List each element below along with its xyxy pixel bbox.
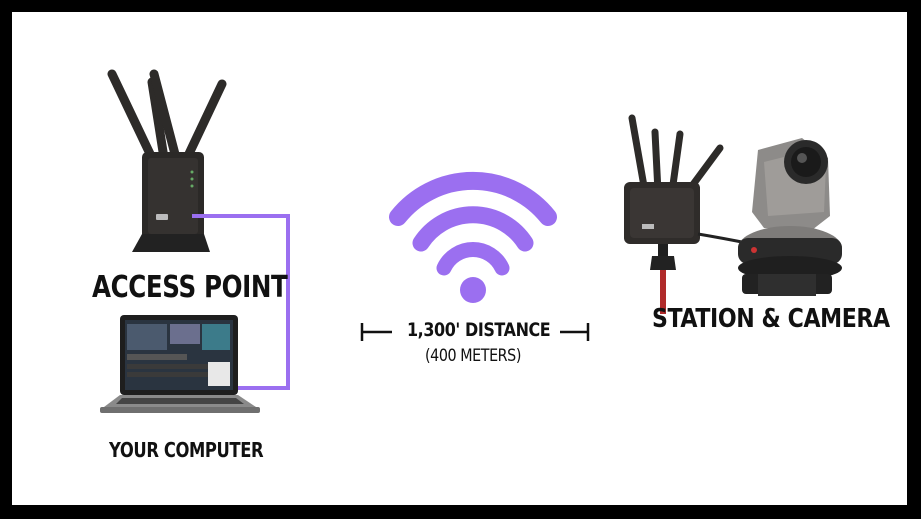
station-camera-label: STATION & CAMERA xyxy=(652,304,890,334)
distance-indicator xyxy=(360,323,590,341)
ptz-camera-device xyxy=(738,138,842,296)
your-computer-label: YOUR COMPUTER xyxy=(109,438,264,462)
access-point-label: ACCESS POINT xyxy=(92,270,288,305)
meters-label: (400 METERS) xyxy=(425,346,521,366)
ethernet-cable xyxy=(192,214,290,390)
wifi-dot xyxy=(460,277,486,303)
station-device xyxy=(624,114,753,314)
access-point-device xyxy=(107,69,227,252)
laptop-device xyxy=(100,315,260,413)
distance-label: 1,300' DISTANCE xyxy=(407,319,551,341)
wifi-icon xyxy=(389,171,557,276)
diagram-illustration xyxy=(100,69,842,413)
diagram-canvas: ACCESS POINT YOUR COMPUTER STATION & CAM… xyxy=(12,12,907,505)
